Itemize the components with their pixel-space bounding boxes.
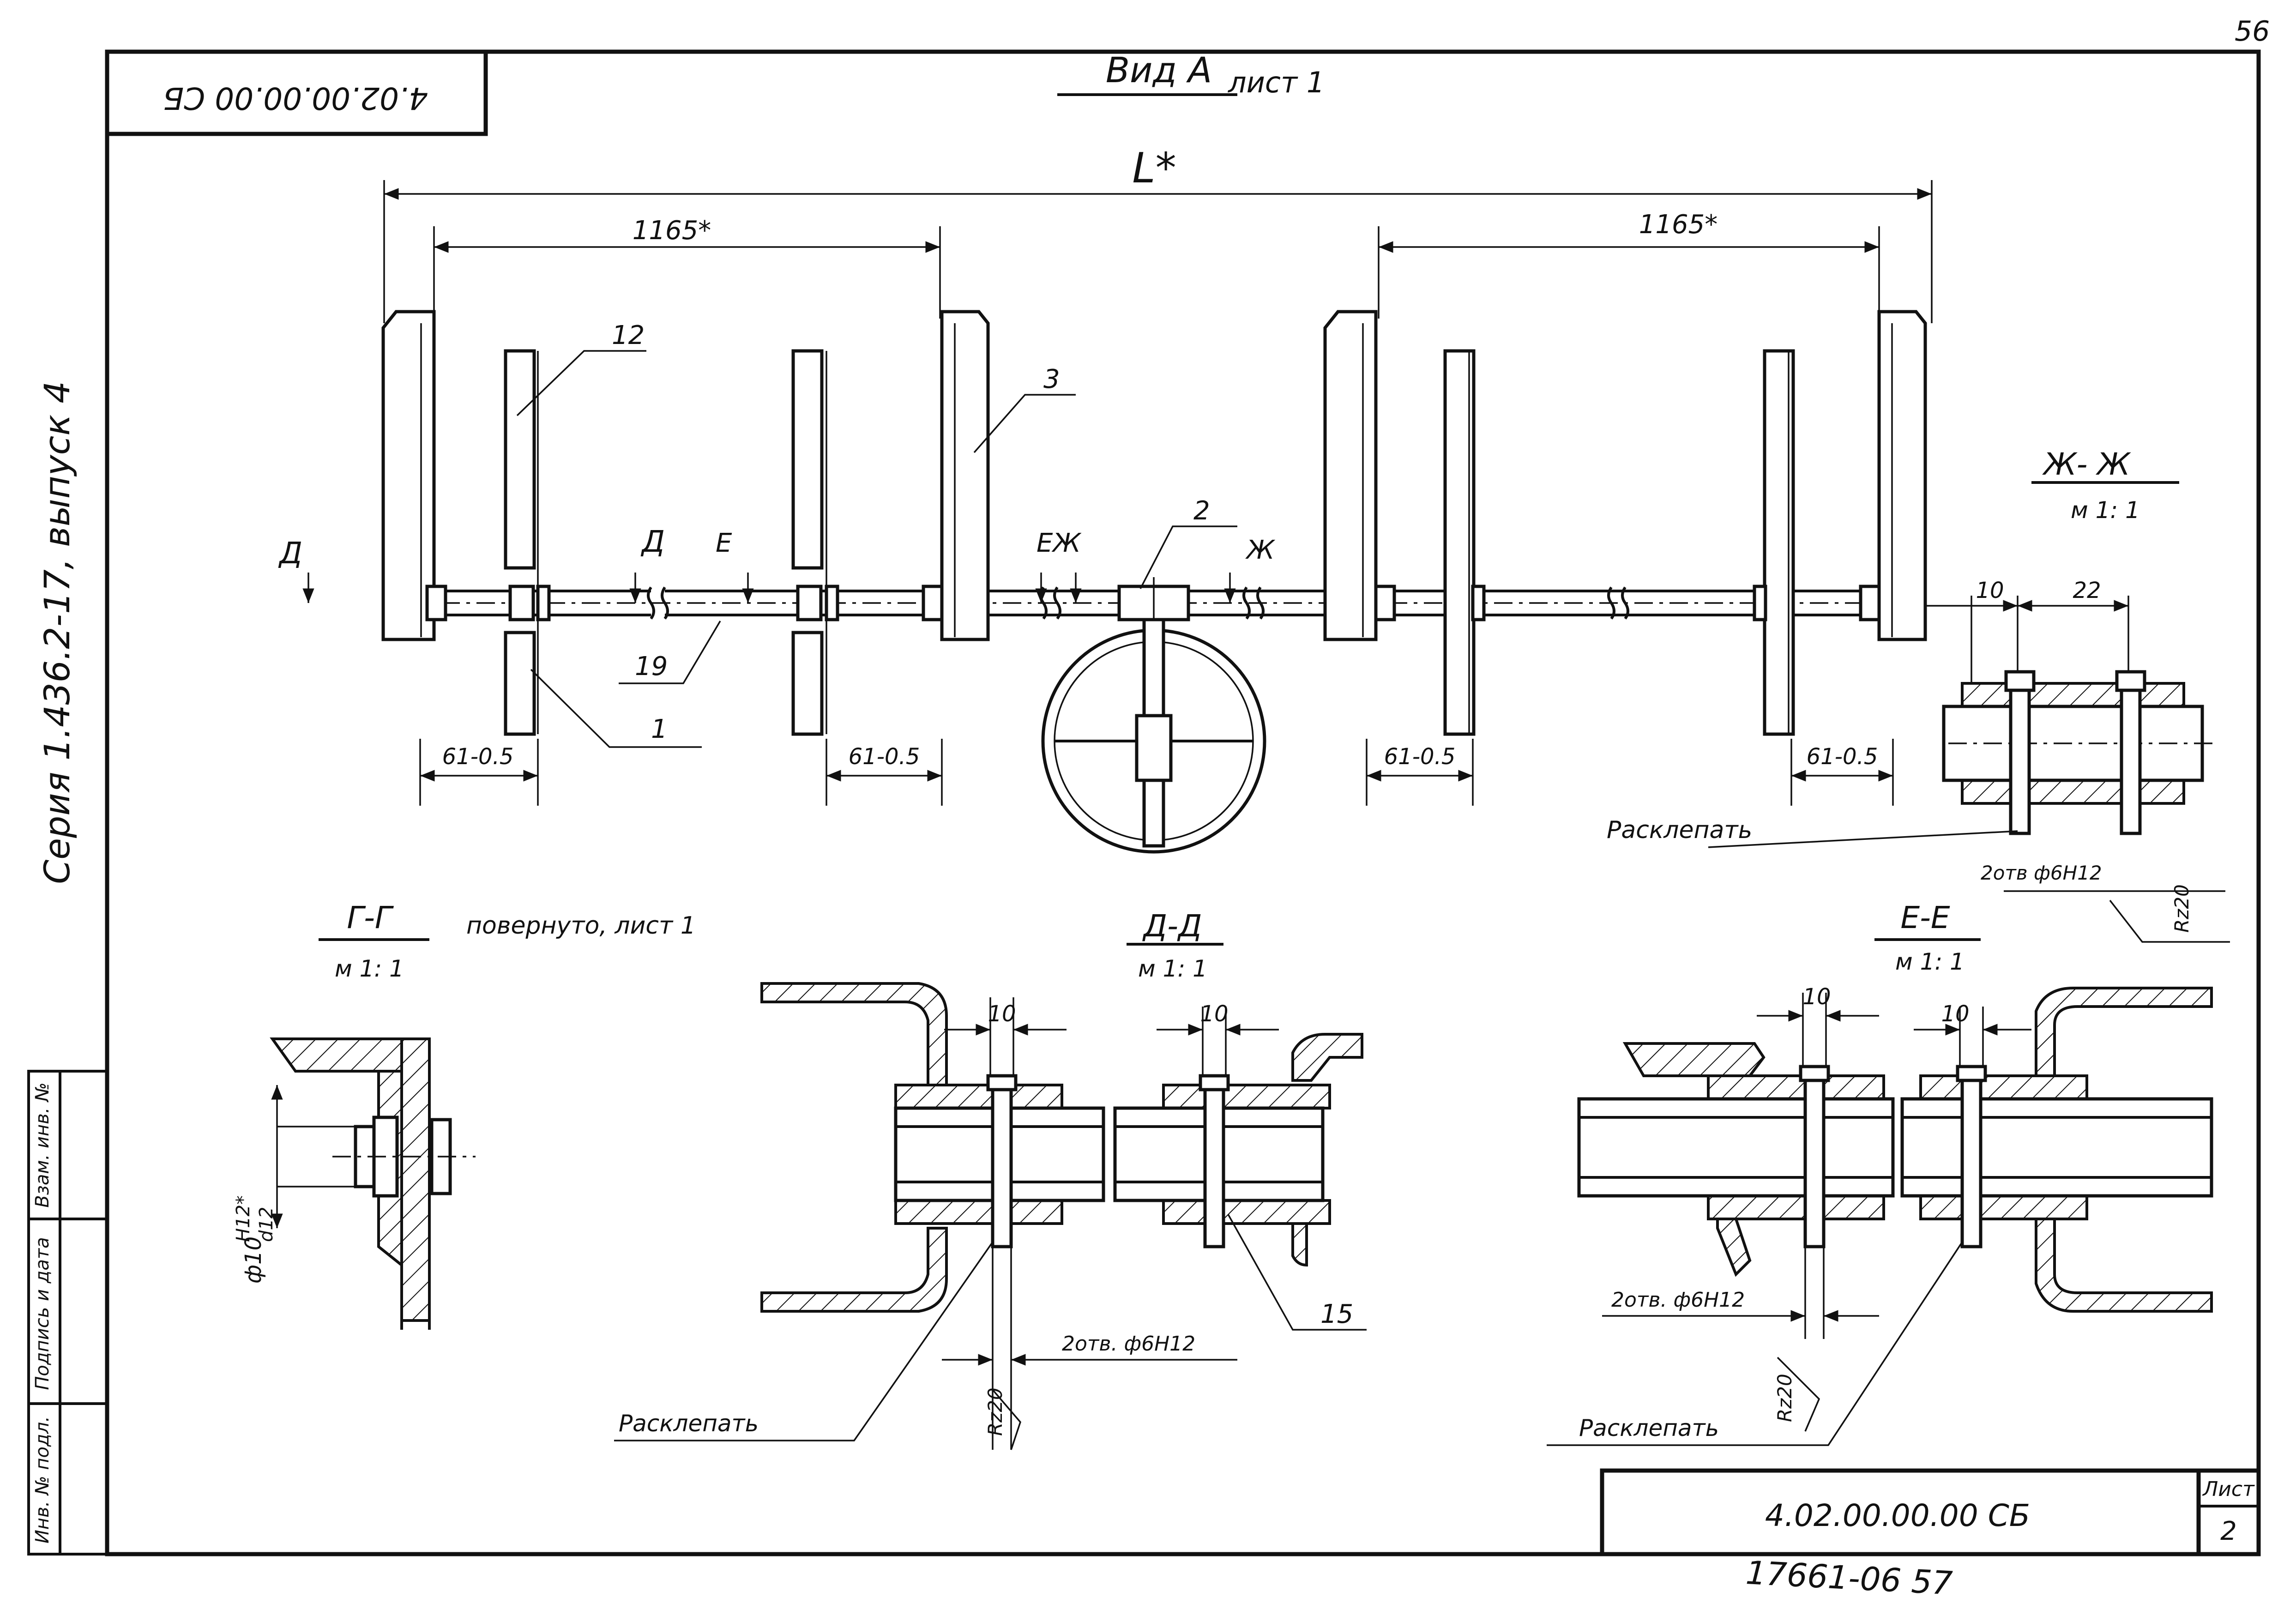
- g-dia: ф10: [241, 1236, 266, 1284]
- callout-12: 12: [612, 320, 645, 350]
- dim-left-span: [433, 226, 941, 319]
- section-d: [614, 982, 1367, 1450]
- mark-zh: Ж: [1245, 535, 1276, 565]
- side-stamp-table: [27, 1070, 108, 1556]
- top-stamp-box: [105, 49, 488, 136]
- d-title: Д-Д: [1142, 908, 1202, 944]
- mark-d-left: Д: [278, 537, 302, 571]
- side-cell-inv: Инв. № подл.: [32, 1416, 53, 1544]
- zh-holes: 2отв ф6Н12: [1981, 862, 2102, 884]
- dim-61-3: 61-0.5: [1384, 744, 1456, 770]
- footer-code: 17661-06 57: [1745, 1554, 1953, 1598]
- title-block: [1600, 1468, 2261, 1556]
- zh-dim-a: 10: [1976, 578, 2004, 603]
- mark-ezh: ЕЖ: [1037, 528, 1082, 558]
- g-note: повернуто, лист 1: [466, 912, 696, 940]
- d-dim-b: 10: [1200, 1001, 1228, 1027]
- section-e: [1547, 987, 2213, 1446]
- e-rough: Rz20: [1773, 1374, 1796, 1422]
- section-marks: [302, 573, 1236, 603]
- zh-scale: м 1: 1: [2071, 497, 2140, 524]
- title-doc-code: 4.02.00.00.00 СБ: [1765, 1498, 2030, 1533]
- section-zh: [1708, 596, 2230, 943]
- dim-61-1: 61-0.5: [442, 744, 514, 770]
- e-title: Е-Е: [1900, 900, 1950, 935]
- sheet-frame: [105, 49, 2261, 1556]
- side-cell-sign: Подпись и дата: [32, 1237, 53, 1390]
- zh-title: Ж- Ж: [2042, 446, 2132, 482]
- g-fit-top: Н12*: [233, 1195, 254, 1242]
- e-dim-b: 10: [1941, 1001, 1969, 1027]
- dim-61-4: 61-0.5: [1807, 744, 1878, 770]
- assembly-view-a: [381, 310, 1927, 854]
- view-title: Вид А: [1106, 49, 1212, 90]
- e-rivet: Расклепать: [1579, 1415, 1719, 1441]
- dim-total-label: L*: [1132, 144, 1176, 193]
- d-rivet: Расклепать: [619, 1410, 759, 1437]
- dim-left-span-label: 1165*: [633, 216, 711, 246]
- g-scale: м 1: 1: [335, 955, 404, 982]
- dim-right-span-label: 1165*: [1639, 210, 1718, 240]
- callout-3: 3: [1043, 364, 1060, 394]
- d-holes: 2отв. ф6Н12: [1062, 1332, 1195, 1356]
- side-cell-replace: Взам. инв. №: [32, 1082, 53, 1208]
- callout-19: 19: [635, 651, 668, 681]
- title-sheet-number: 2: [2220, 1516, 2237, 1546]
- view-sheet: лист 1: [1228, 66, 1325, 99]
- zh-rough: Rz20: [2170, 884, 2193, 933]
- d-scale: м 1: 1: [1138, 955, 1207, 982]
- zh-rivet: Расклепать: [1607, 816, 1752, 844]
- dims-61: [419, 739, 1894, 806]
- section-g: [270, 1037, 476, 1330]
- g-title: Г-Г: [347, 900, 394, 935]
- callout-15: 15: [1320, 1299, 1353, 1329]
- e-dim-a: 10: [1802, 984, 1831, 1010]
- callout-leaders: [516, 350, 1237, 748]
- e-scale: м 1: 1: [1895, 948, 1965, 975]
- series-label: Серия 1.436.2-17, выпуск 4: [36, 381, 78, 884]
- mark-d-right: Д: [640, 525, 665, 559]
- dim-total: [383, 180, 1933, 323]
- d-dim-a: 10: [988, 1001, 1016, 1027]
- d-rough: Rz20: [984, 1387, 1006, 1436]
- top-stamp-code: 4.02.00.00.00 СБ: [163, 80, 428, 116]
- page-number: 56: [2235, 15, 2270, 48]
- zh-dim-b: 22: [2073, 578, 2101, 603]
- dim-61-2: 61-0.5: [849, 744, 920, 770]
- dim-right-span: [1378, 226, 1880, 319]
- e-holes: 2отв. ф6Н12: [1611, 1288, 1745, 1312]
- callout-2: 2: [1193, 496, 1210, 526]
- mark-e: Е: [716, 528, 732, 558]
- title-sheet-label: Лист: [2202, 1477, 2255, 1501]
- g-fit-bot: d12: [256, 1207, 277, 1242]
- callout-1: 1: [651, 714, 668, 744]
